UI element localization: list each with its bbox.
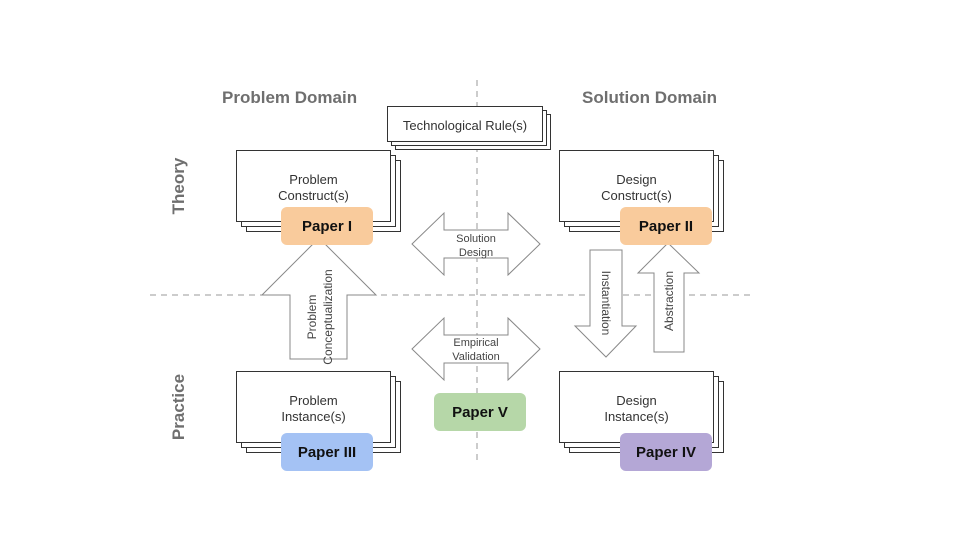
abstraction-label: Abstraction — [662, 270, 676, 332]
practice-heading: Practice — [169, 373, 188, 441]
theory-heading: Theory — [169, 157, 188, 215]
problem-conceptualization-label: Problem Conceptualization — [304, 262, 336, 372]
instantiation-arrow — [573, 249, 638, 358]
problem-domain-heading: Problem Domain — [222, 88, 358, 107]
design-instance-line1: Design — [616, 393, 657, 408]
solution-design-arrow — [411, 211, 541, 277]
technological-rule-label: Technological Rule(s) — [402, 118, 528, 133]
paper-5-badge: Paper V — [434, 393, 526, 431]
solution-domain-heading: Solution Domain — [582, 88, 718, 107]
paper-1-badge: Paper I — [281, 207, 373, 245]
problem-instance-line1: Problem — [289, 393, 338, 408]
empirical-validation-arrow — [411, 316, 541, 382]
problem-conceptualization-arrow — [260, 237, 378, 360]
design-instance-line2: Instance(s) — [604, 409, 669, 424]
problem-construct-line2: Construct(s) — [278, 188, 349, 203]
technological-rule-stack: Technological Rule(s) — [387, 106, 557, 152]
empirical-validation-label: Empirical Validation — [441, 336, 511, 364]
instantiation-label: Instantiation — [599, 270, 613, 336]
problem-construct-line1: Problem — [289, 172, 338, 187]
empirical-validation-line1: Empirical — [453, 337, 499, 349]
solution-design-line2: Design — [458, 247, 494, 259]
problem-conceptualization-line1: Problem — [305, 294, 319, 340]
empirical-validation-line2: Validation — [452, 351, 500, 363]
abstraction-arrow — [636, 242, 701, 353]
paper-2-badge: Paper II — [620, 207, 712, 245]
problem-conceptualization-line2: Conceptualization — [321, 269, 335, 365]
design-construct-line1: Design — [616, 172, 657, 187]
solution-design-label: Solution Design — [446, 232, 506, 260]
design-construct-line2: Construct(s) — [601, 188, 672, 203]
paper-4-badge: Paper IV — [620, 433, 712, 471]
paper-3-badge: Paper III — [281, 433, 373, 471]
problem-instance-line2: Instance(s) — [281, 409, 346, 424]
solution-design-line1: Solution — [456, 233, 496, 245]
